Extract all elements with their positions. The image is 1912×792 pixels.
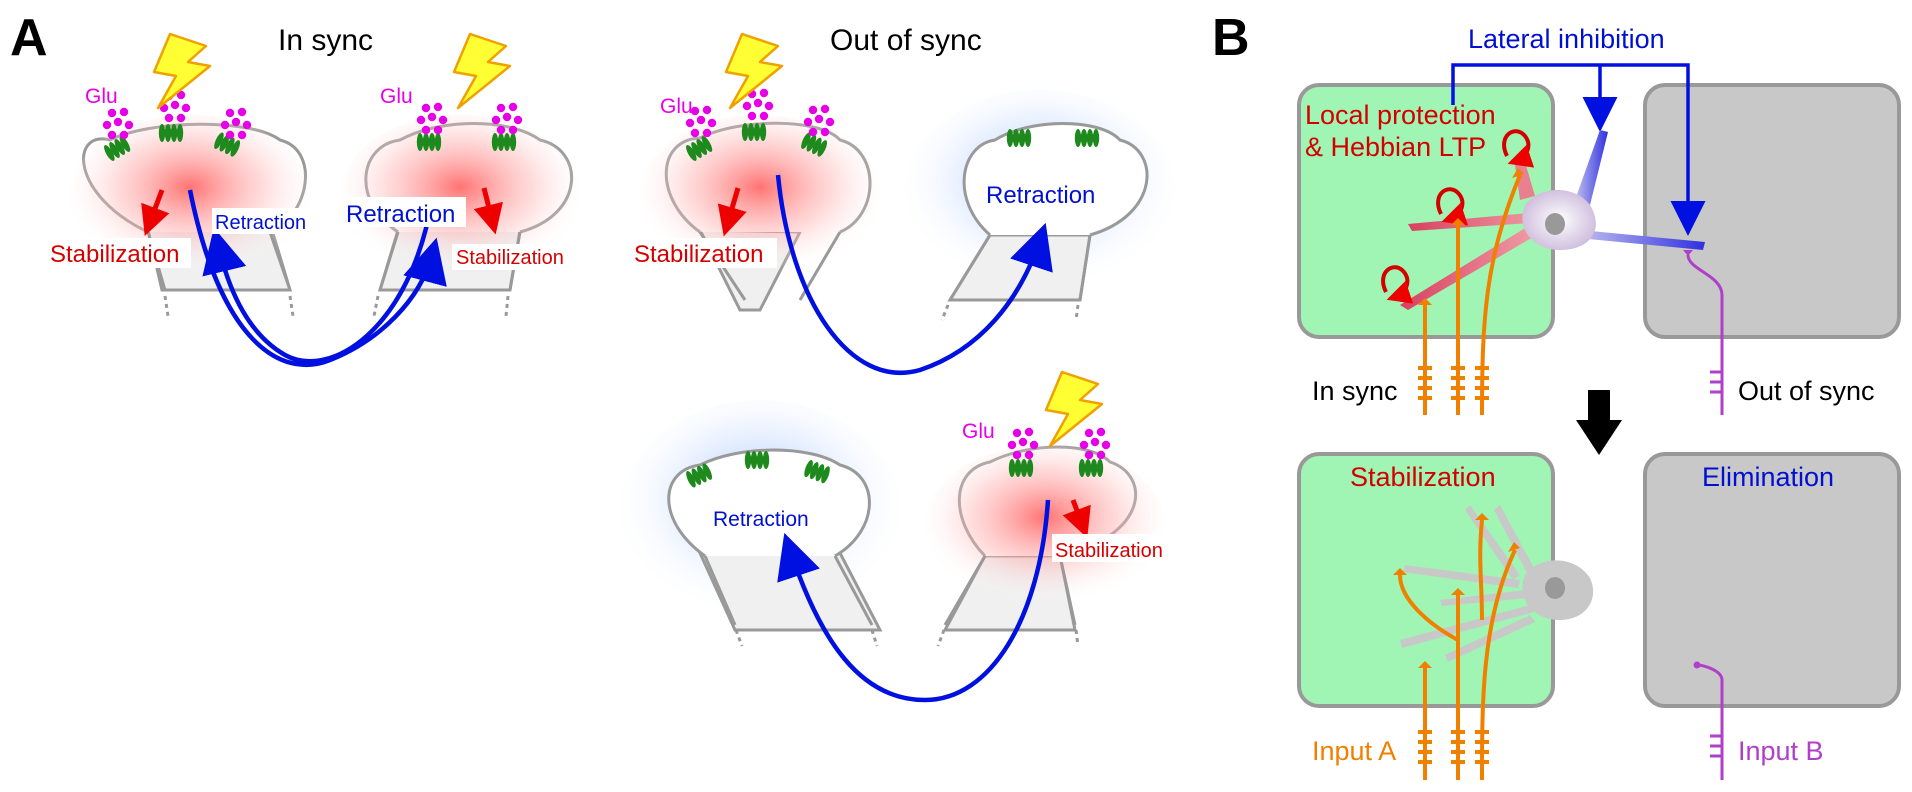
neuron-top — [1400, 130, 1705, 310]
input-a-axons-top — [1418, 168, 1524, 416]
out-sync-spine-active — [640, 115, 880, 312]
input-b-label: Input B — [1738, 736, 1824, 766]
panel-a-letter: A — [10, 9, 48, 67]
circular-arrow-icon — [1436, 187, 1469, 226]
eliminated-region-box — [1643, 452, 1901, 708]
lateral-inhibition-arrow — [1451, 63, 1706, 236]
glu-label: Glu — [660, 95, 693, 118]
retraction-label: Retraction — [215, 212, 306, 234]
panel-b-letter: B — [1212, 9, 1250, 67]
retraction-label: Retraction — [713, 508, 809, 531]
in-sync-label: In sync — [1312, 376, 1398, 406]
input-b-axon-top — [1683, 250, 1724, 415]
input-b-axon-bottom — [1693, 661, 1724, 780]
down-arrow-icon — [1576, 390, 1622, 455]
stabilization-label: Stabilization — [1350, 462, 1496, 492]
input-a-label: Input A — [1312, 736, 1396, 766]
lateral-inhibition-label: Lateral inhibition — [1468, 24, 1665, 54]
local-protection-label: Local protection — [1305, 100, 1496, 130]
glu-label: Glu — [85, 85, 118, 108]
out-of-sync-title: Out of sync — [830, 24, 982, 57]
inactive-region-box — [1643, 83, 1901, 339]
lightning-bolt-icon — [1044, 370, 1104, 448]
circular-arrow-icon — [1502, 129, 1535, 168]
input-a-axons-bottom — [1393, 513, 1520, 781]
down-arrow-icon — [141, 189, 170, 237]
retraction-arrow — [187, 189, 447, 367]
glu-label: Glu — [380, 85, 413, 108]
hebbian-ltp-label: & Hebbian LTP — [1305, 132, 1486, 162]
down-arrow-icon — [473, 187, 503, 235]
down-arrow-icon — [1062, 499, 1091, 539]
stabilization-label: Stabilization — [634, 241, 763, 268]
retraction-arrow — [777, 499, 1051, 703]
lightning-bolt-icon — [452, 32, 512, 110]
retraction-label: Retraction — [986, 182, 1095, 209]
elimination-label: Elimination — [1702, 462, 1834, 492]
retraction-label: Retraction — [346, 201, 455, 228]
down-arrow-icon — [717, 187, 747, 237]
retraction-arrow — [202, 199, 435, 364]
retraction-arrow — [775, 174, 1053, 375]
out-of-sync-label: Out of sync — [1738, 376, 1875, 406]
circular-arrow-icon — [1381, 265, 1414, 304]
stabilization-label: Stabilization — [1055, 540, 1163, 562]
stabilization-label: Stabilization — [50, 241, 179, 268]
glu-label: Glu — [962, 420, 995, 443]
stabilization-label: Stabilization — [456, 247, 564, 269]
in-sync-title: In sync — [278, 24, 373, 57]
